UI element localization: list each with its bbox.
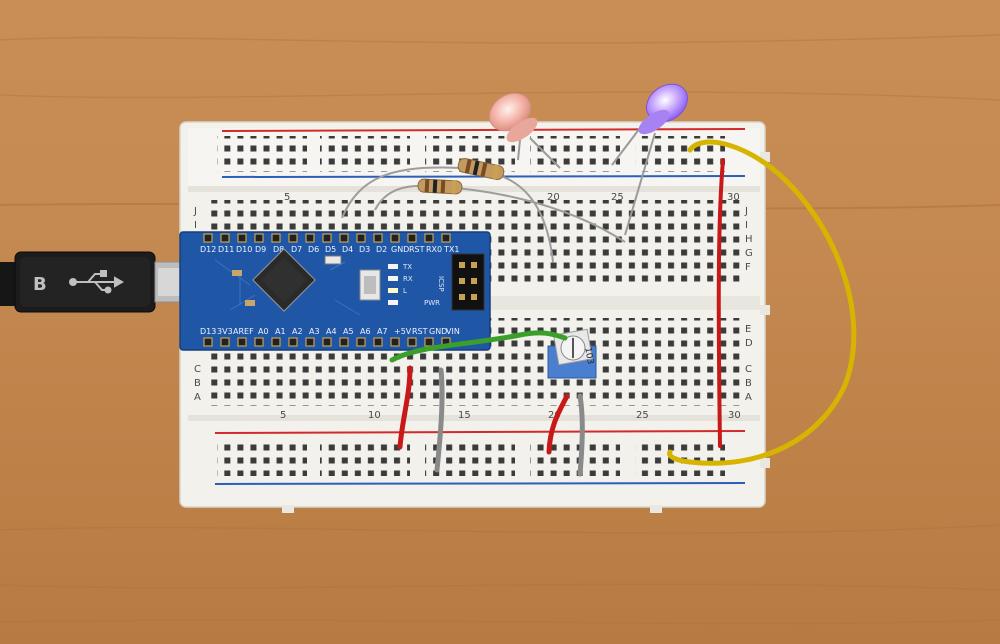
yellow-wire: [667, 139, 857, 466]
row-letters-bottom-right: E D C B A: [745, 324, 753, 403]
pin-label: A7: [377, 327, 388, 336]
row-letter: J: [193, 206, 197, 217]
led-label: TX: [402, 263, 412, 271]
smd-component: [324, 255, 342, 265]
pin-label: D9: [255, 245, 266, 254]
pin-label: D2: [376, 245, 387, 254]
pot-marking: 103: [582, 347, 595, 366]
microcontroller-chip: [252, 248, 316, 312]
column-number: 30: [727, 192, 740, 203]
arduino-top-pin-labels: D12 D11 D10 D9 D8 D7 D6 D5 D4 D3 D2 GND …: [200, 245, 459, 254]
row-letter: A: [194, 392, 201, 403]
icsp-header: ICSP: [437, 253, 485, 311]
row-letter: G: [745, 248, 753, 259]
pin-label: +5V: [394, 327, 412, 336]
arduino-bottom-header: [203, 337, 451, 347]
row-letters-bottom-left: C B A: [194, 364, 201, 403]
pin-label: GND: [391, 245, 409, 254]
pin-label: A6: [360, 327, 371, 336]
arduino-bottom-pin-labels: D13 3V3 AREF A0 A1 A2 A3 A4 A5 A6 A7 +5V…: [200, 327, 460, 336]
status-leds: TX RX L PWR: [388, 263, 440, 307]
pin-label: A1: [275, 327, 286, 336]
row-letter: B: [194, 378, 201, 389]
row-letter: J: [744, 206, 748, 217]
column-number: 10: [368, 410, 381, 421]
pin-label: RST: [412, 327, 428, 336]
arduino-nano: D12 D11 D10 D9 D8 D7 D6 D5 D4 D3 D2 GND …: [179, 231, 491, 351]
pin-label: A3: [309, 327, 320, 336]
usb-plug-label: B: [33, 274, 47, 295]
pin-label: VIN: [446, 327, 460, 336]
smd-component: [232, 270, 242, 276]
pin-label: RX0: [426, 245, 442, 254]
row-letter: H: [745, 234, 753, 245]
gray-wire-2: [577, 393, 585, 477]
bottom-rail-holes: [217, 440, 307, 476]
led-label: RX: [403, 275, 413, 283]
red-led: [489, 92, 561, 169]
bottom-rail-red-line: [214, 430, 746, 434]
red-wire-2: [546, 393, 570, 455]
row-letter: D: [745, 338, 753, 349]
bottom-rail-blue-line: [214, 482, 746, 485]
top-rail-holes: [217, 136, 307, 172]
pin-label: AREF: [233, 327, 254, 336]
pin-label: D10: [236, 245, 252, 254]
pin-label: GND: [429, 327, 447, 336]
column-number: 20: [547, 192, 560, 203]
red-wire-1: [397, 365, 413, 450]
pin-label: D4: [342, 245, 353, 254]
column-number: 15: [458, 410, 471, 421]
row-letter: F: [745, 262, 751, 273]
column-number: 30: [728, 410, 741, 421]
pin-label: RST: [409, 245, 425, 254]
column-number: 25: [636, 410, 649, 421]
pin-label: A4: [326, 327, 337, 336]
pin-label: D13: [200, 327, 216, 336]
column-numbers-bottom: 5 10 15 20 25 30: [280, 410, 741, 421]
pin-label: D11: [218, 245, 234, 254]
usb-icon: [69, 270, 125, 294]
row-letter: C: [745, 364, 752, 375]
pin-label: D6: [308, 245, 319, 254]
row-letter: I: [745, 220, 748, 231]
row-letter: C: [194, 364, 201, 375]
row-letter: I: [194, 220, 197, 231]
row-letter: B: [745, 378, 752, 389]
pin-label: A0: [258, 327, 269, 336]
pin-label: A2: [292, 327, 303, 336]
row-letters-top-right: J I H G F: [744, 206, 753, 273]
gray-wire-1: [434, 367, 445, 473]
pin-label: 3V3: [217, 327, 233, 336]
pin-label: A5: [343, 327, 354, 336]
icsp-label: ICSP: [437, 276, 445, 292]
arduino-top-header: [203, 233, 451, 243]
pin-label: D7: [291, 245, 302, 254]
column-number: 20: [548, 410, 561, 421]
pin-label: D5: [325, 245, 336, 254]
smd-component: [245, 300, 255, 306]
pin-label: D12: [200, 245, 216, 254]
column-numbers-top: 5 20 25 30: [284, 192, 740, 203]
pin-label: TX1: [443, 245, 459, 254]
reset-button[interactable]: [359, 269, 381, 301]
column-number: 5: [280, 410, 286, 421]
column-number: 25: [611, 192, 624, 203]
pin-label: D3: [359, 245, 370, 254]
led-label: L: [403, 287, 407, 295]
resistor-2: [374, 178, 626, 243]
pin-label: D8: [273, 245, 284, 254]
led-label: PWR: [424, 299, 440, 307]
violet-led: [611, 83, 688, 236]
top-rail-red-line: [221, 128, 746, 132]
row-letter: A: [745, 392, 752, 403]
resistor-1: [341, 157, 554, 263]
column-number: 5: [284, 192, 290, 203]
row-letter: E: [745, 324, 751, 335]
red-wire-3: [716, 158, 725, 448]
green-wire: [389, 330, 568, 363]
